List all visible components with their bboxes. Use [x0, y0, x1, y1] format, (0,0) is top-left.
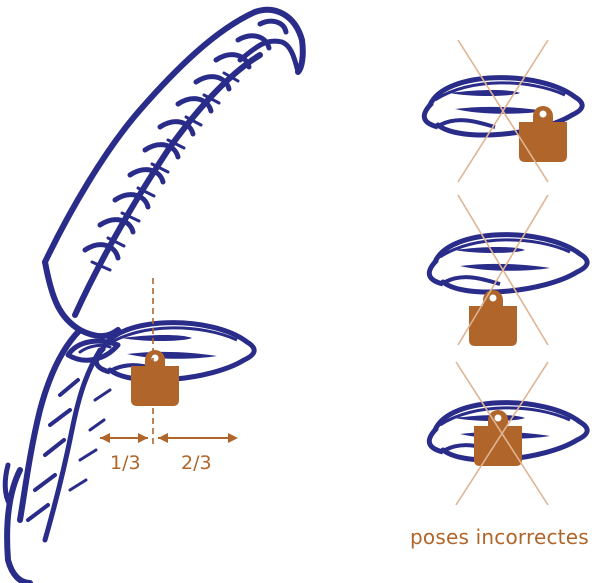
measurement-arrows: [100, 433, 238, 443]
incorrect-caption: poses incorrectes: [410, 525, 589, 549]
head-outline: [5, 262, 118, 583]
one-third-label: 1/3: [110, 452, 141, 474]
incorrect-example-3: [429, 362, 587, 505]
horn: [45, 10, 303, 315]
goat-illustration: [5, 10, 303, 583]
incorrect-example-1: [424, 40, 582, 182]
two-thirds-label: 2/3: [181, 452, 212, 474]
incorrect-example-2: [429, 195, 587, 346]
